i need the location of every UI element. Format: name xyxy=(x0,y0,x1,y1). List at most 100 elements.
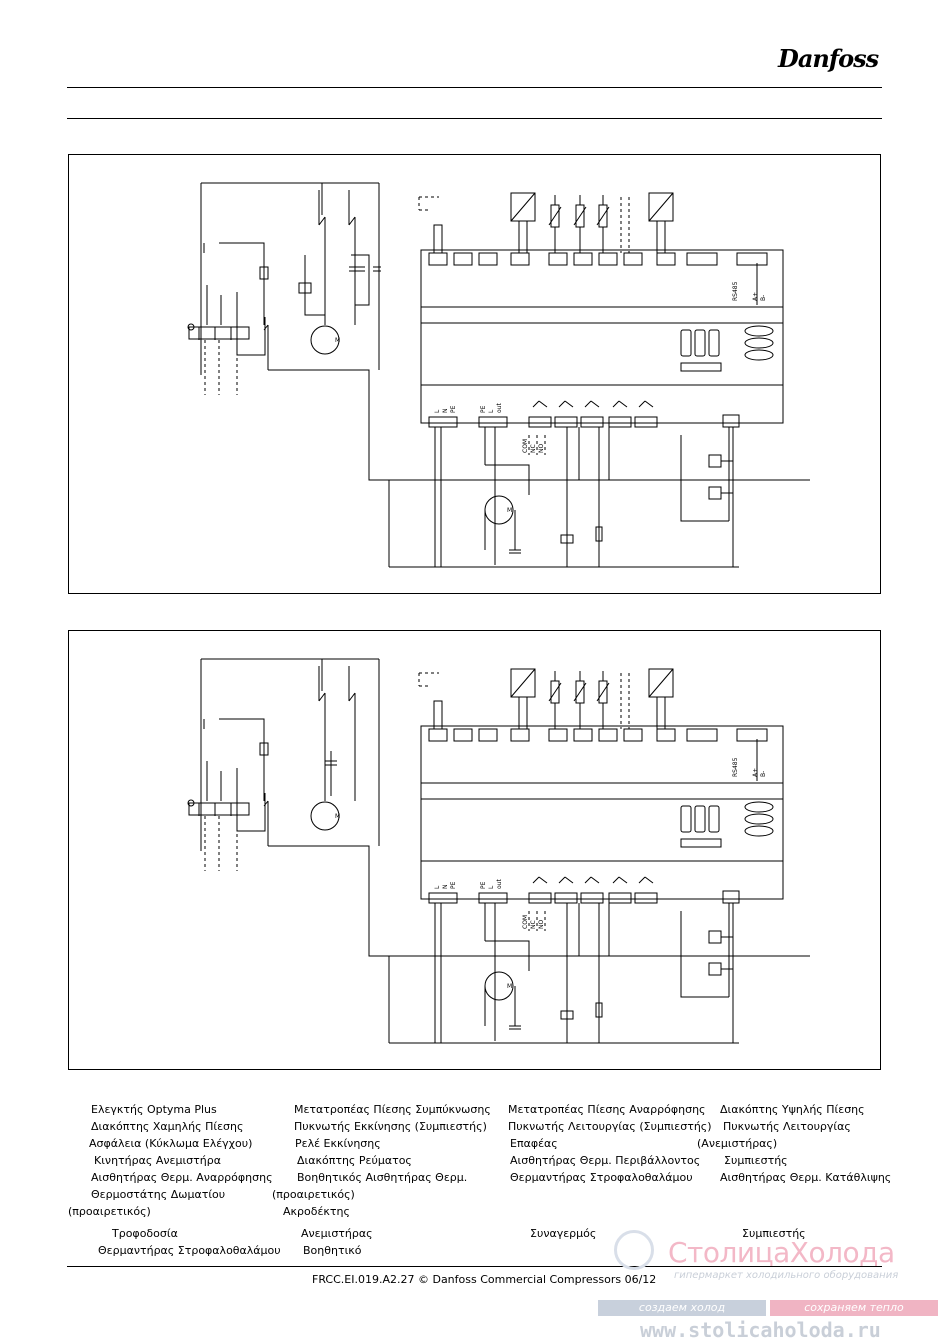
terminal-label: L xyxy=(434,409,441,413)
compressor-label: M xyxy=(507,983,512,990)
fan-motor-label: M xyxy=(335,813,340,820)
rs485-label: RS485 xyxy=(732,281,739,301)
legend-item: Βοηθητικός Αισθητήρας Θερμ. xyxy=(297,1171,468,1184)
terminal-label: L xyxy=(434,885,441,889)
relay-terminal xyxy=(608,892,632,904)
relay-label: NC xyxy=(530,444,537,453)
terminal-label: out xyxy=(496,403,503,413)
keypad-button xyxy=(744,349,774,361)
terminal-block xyxy=(453,728,473,742)
bus-a-label: A+ xyxy=(752,292,759,301)
terminal-block xyxy=(453,252,473,266)
display-digit xyxy=(694,805,706,833)
legend-item: Θερμοστάτης Δωματίου xyxy=(91,1188,226,1201)
footer-rule xyxy=(67,1266,882,1267)
terminal-block xyxy=(573,728,593,742)
keypad-button xyxy=(744,825,774,837)
keypad-button xyxy=(744,813,774,825)
relay-terminal xyxy=(580,416,604,428)
footer-text: FRCC.EI.019.A2.27 © Danfoss Commercial C… xyxy=(312,1273,657,1286)
relay-label: NO xyxy=(538,920,545,929)
terminal-label: out xyxy=(496,879,503,889)
relay-terminal xyxy=(554,892,578,904)
earth-symbol xyxy=(187,323,195,331)
watermark-brand: СтолицаХолода xyxy=(668,1236,895,1269)
legend-item: Ανεμιστήρας xyxy=(301,1227,373,1240)
legend-item: Ελεγκτής Optyma Plus xyxy=(91,1103,217,1116)
legend-item: Αισθητήρας Θερμ. Κατάθλιψης xyxy=(720,1171,892,1184)
pressure-transmitter xyxy=(648,192,674,222)
relay-terminal xyxy=(554,416,578,428)
legend-item: Πυκνωτής Εκκίνησης (Συμπιεστής) xyxy=(294,1120,487,1133)
isolator-switch xyxy=(188,802,250,816)
pressure-transmitter xyxy=(510,668,536,698)
isolator-switch xyxy=(188,326,250,340)
terminal-label: N xyxy=(442,409,449,414)
display-bar xyxy=(680,362,722,372)
display-digit xyxy=(680,805,692,833)
crankcase-heater xyxy=(595,1002,603,1018)
room-thermostat xyxy=(708,930,722,944)
legend-item: Πυκνωτής Λειτουργίας xyxy=(723,1120,851,1133)
display-digit xyxy=(708,805,720,833)
watermark-slogan-right: сохраняем тепло xyxy=(770,1300,938,1316)
terminal-block xyxy=(623,728,643,742)
legend-item: Μετατροπέας Πίεσης Συμπύκνωσης xyxy=(294,1103,491,1116)
legend-item: Ασφάλεια (Κύκλωμα Ελέγχου) xyxy=(89,1137,253,1150)
low-pressure-switch xyxy=(433,224,443,254)
relay-terminal xyxy=(608,416,632,428)
terminal-label: L xyxy=(488,409,495,413)
terminal-block xyxy=(573,252,593,266)
legend-item: Επαφέας xyxy=(510,1137,558,1150)
bus-b-label: B- xyxy=(760,295,767,301)
terminal-block xyxy=(510,252,530,266)
terminal-block xyxy=(478,728,498,742)
legend-item: Διακόπτης Χαμηλής Πίεσης xyxy=(91,1120,244,1133)
legend-item: Αισθητήρας Θερμ. Περιβάλλοντος xyxy=(510,1154,701,1167)
legend-item: (προαιρετικός) xyxy=(68,1205,151,1218)
fan-motor-symbol xyxy=(310,801,340,831)
pressure-transmitter xyxy=(510,192,536,222)
relay-label: NC xyxy=(530,920,537,929)
globe-icon xyxy=(614,1230,654,1270)
room-thermostat xyxy=(708,454,722,468)
legend-item: Βοηθητικό xyxy=(303,1244,362,1257)
relay-terminal xyxy=(634,892,658,904)
legend-item: Συμπιεστής xyxy=(724,1154,788,1167)
di-terminal xyxy=(722,414,740,428)
terminal-block xyxy=(548,252,568,266)
relay-label: NO xyxy=(538,444,545,453)
relay-terminal xyxy=(528,416,552,428)
fan-motor-symbol xyxy=(310,325,340,355)
controller-housing xyxy=(420,725,784,900)
watermark-tagline: гипермаркет холодильного оборудования xyxy=(674,1270,899,1281)
power-terminal xyxy=(428,892,458,904)
legend-item: Τροφοδοσία xyxy=(112,1227,178,1240)
header-rule-bottom xyxy=(67,118,882,119)
terminal-block xyxy=(656,252,676,266)
legend-item: Μετατροπέας Πίεσης Αναρρόφησης xyxy=(508,1103,706,1116)
terminal-label: PE xyxy=(450,881,457,889)
legend-item: (Ανεμιστήρας) xyxy=(697,1137,778,1150)
terminal-block-bus xyxy=(736,252,768,266)
di-terminal xyxy=(722,890,740,904)
legend-item: Ακροδέκτης xyxy=(283,1205,350,1218)
terminal-block-bus xyxy=(686,728,718,742)
display-digit xyxy=(680,329,692,357)
controller-housing xyxy=(420,249,784,424)
relay-label: COM xyxy=(522,439,529,453)
relay-terminal xyxy=(580,892,604,904)
terminal-block xyxy=(428,252,448,266)
terminal-block-bus xyxy=(736,728,768,742)
legend-item: Αισθητήρας Θερμ. Αναρρόφησης xyxy=(91,1171,273,1184)
terminal-block xyxy=(656,728,676,742)
terminal-block-bus xyxy=(686,252,718,266)
legend-item: Κινητήρας Ανεμιστήρα xyxy=(94,1154,221,1167)
terminal-block xyxy=(510,728,530,742)
legend-item: Διακόπτης Ρεύματος xyxy=(297,1154,412,1167)
contactor-coil xyxy=(560,1010,574,1020)
start-relay xyxy=(298,282,312,294)
